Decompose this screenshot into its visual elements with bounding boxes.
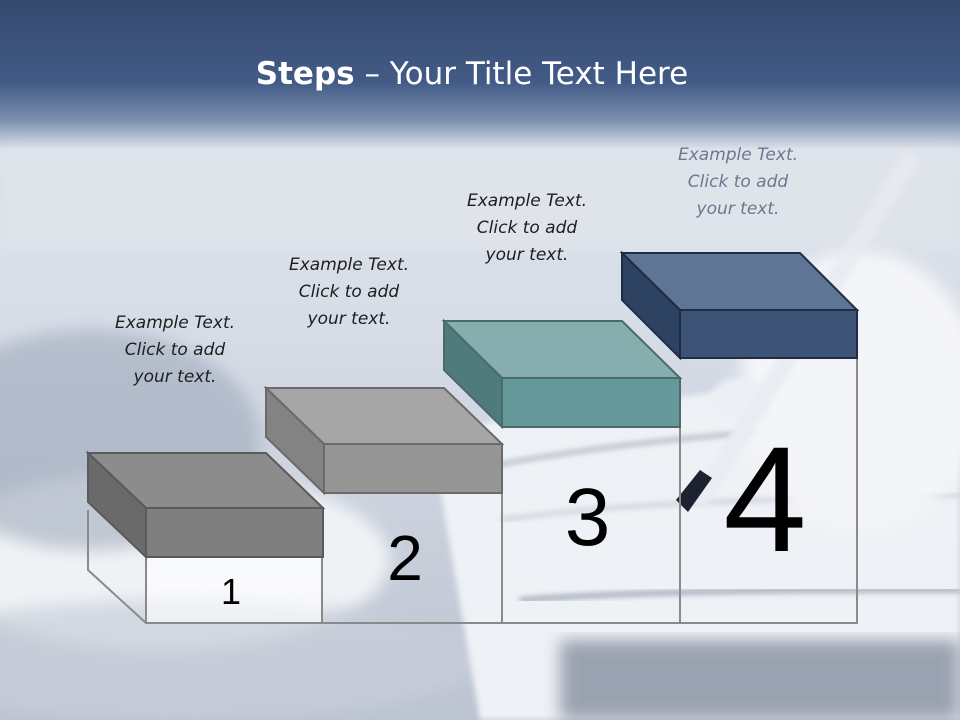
step-caption-4[interactable]: Example Text. Click to add your text. <box>638 142 838 223</box>
step-number-3: 3 <box>564 472 611 563</box>
caption-line: Click to add <box>298 282 400 302</box>
caption-line: Click to add <box>687 172 789 192</box>
caption-line: your text. <box>485 245 569 265</box>
slide-title[interactable]: Steps – Your Title Text Here <box>0 54 944 94</box>
caption-line: your text. <box>696 199 780 219</box>
caption-line: Example Text. <box>114 313 236 333</box>
step-caption-2[interactable]: Example Text. Click to add your text. <box>249 252 449 333</box>
step-block-1[interactable] <box>85 450 326 560</box>
step-number-4: 4 <box>723 415 807 583</box>
step-number-1: 1 <box>220 571 242 612</box>
title-bold: Steps <box>255 56 355 92</box>
step-caption-1[interactable]: Example Text. Click to add your text. <box>75 310 275 391</box>
stair-risers <box>145 426 681 623</box>
title-band <box>0 0 960 150</box>
caption-line: Example Text. <box>677 145 799 165</box>
caption-line: Click to add <box>476 218 578 238</box>
title-rest: – Your Title Text Here <box>354 56 689 92</box>
caption-line: your text. <box>133 367 217 387</box>
step-block-2[interactable] <box>263 385 505 496</box>
step-block-4[interactable] <box>619 250 860 361</box>
caption-line: your text. <box>307 309 391 329</box>
caption-line: Example Text. <box>466 191 588 211</box>
step-block-3[interactable] <box>441 318 683 430</box>
caption-line: Example Text. <box>288 255 410 275</box>
step-number-2: 2 <box>387 522 423 594</box>
caption-line: Click to add <box>124 340 226 360</box>
step-caption-3[interactable]: Example Text. Click to add your text. <box>427 188 627 269</box>
